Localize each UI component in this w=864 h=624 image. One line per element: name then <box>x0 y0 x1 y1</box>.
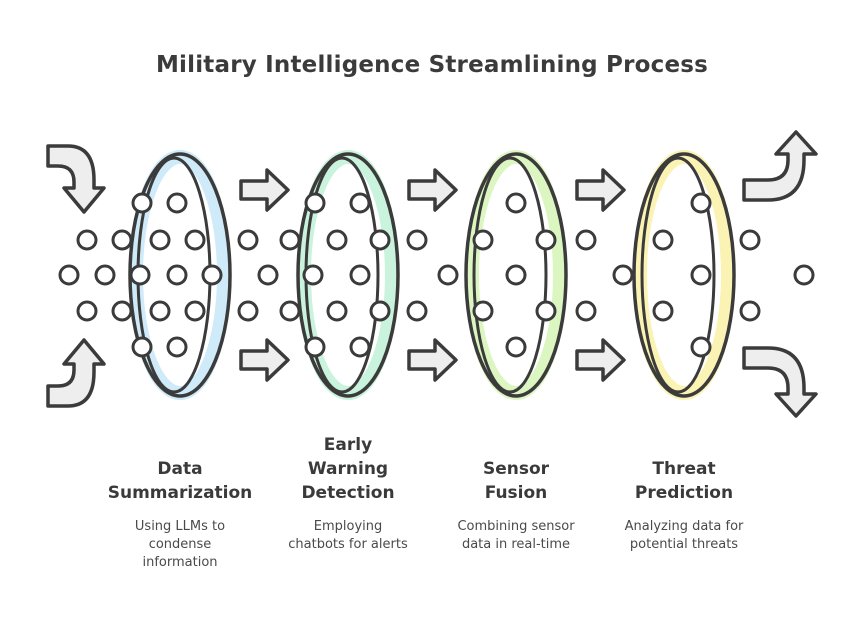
stage-description-line: data in real-time <box>461 537 571 552</box>
stage-description-1: Using LLMs to condense information <box>100 518 260 572</box>
stage-description-line: Combining sensor <box>457 519 575 534</box>
data-particle <box>739 229 761 251</box>
data-particle <box>201 264 223 286</box>
data-particle <box>166 264 188 286</box>
data-particle <box>304 336 326 358</box>
stage-label-line: Data <box>157 459 203 479</box>
data-particle <box>739 300 761 322</box>
stage-description-line: chatbots for alerts <box>288 537 408 552</box>
flow-arrow <box>407 338 458 382</box>
diagram-title: Military Intelligence Streamlining Proce… <box>155 52 709 78</box>
stage-description-line: potential threats <box>629 537 739 552</box>
data-particle <box>94 264 116 286</box>
stage-description-line: Employing <box>313 519 383 534</box>
stage-description-line: information <box>142 555 218 570</box>
data-particle <box>304 192 326 214</box>
flow-arrow <box>575 338 626 382</box>
data-particle <box>111 300 133 322</box>
data-particle <box>505 264 527 286</box>
data-particle <box>58 264 80 286</box>
data-particle <box>575 300 597 322</box>
stage-description-line: Analyzing data for <box>624 519 744 534</box>
stage-label-line: Detection <box>301 483 395 503</box>
stage-label-line: Prediction <box>634 483 734 503</box>
stage-label-line: Summarization <box>107 483 253 503</box>
data-particle <box>690 336 712 358</box>
data-particle <box>406 300 428 322</box>
data-particle <box>437 264 459 286</box>
data-particle <box>237 300 259 322</box>
data-particle <box>279 229 301 251</box>
data-particle <box>111 229 133 251</box>
stage-label-line: Sensor <box>482 459 550 479</box>
data-particle <box>129 264 151 286</box>
data-particle <box>166 192 188 214</box>
data-particle <box>166 336 188 358</box>
data-particle <box>349 336 371 358</box>
data-particle <box>326 229 348 251</box>
stage-description-2: Employing chatbots for alerts <box>268 518 428 554</box>
data-particle <box>76 229 98 251</box>
data-particle <box>131 336 153 358</box>
data-particle <box>793 264 815 286</box>
data-particle <box>535 229 557 251</box>
data-particle <box>505 336 527 358</box>
data-particle <box>149 229 171 251</box>
data-particle <box>612 264 634 286</box>
data-particle <box>472 300 494 322</box>
outflow-arrow-bottom <box>742 346 818 418</box>
data-particle <box>279 300 301 322</box>
data-particle <box>472 229 494 251</box>
outflow-arrow-top <box>742 130 818 202</box>
data-particle <box>349 192 371 214</box>
stage-description-line: Using LLMs to <box>134 519 226 534</box>
stage-label-line: Fusion <box>484 483 548 503</box>
data-particle <box>535 300 557 322</box>
data-particle <box>184 229 206 251</box>
data-particle <box>690 264 712 286</box>
stage-description-3: Combining sensor data in real-time <box>436 518 596 554</box>
flow-arrow <box>239 338 290 382</box>
data-particle <box>184 300 206 322</box>
data-particle <box>652 300 674 322</box>
data-particle <box>406 229 428 251</box>
stage-label-line: Early <box>323 435 373 455</box>
data-particle <box>369 229 391 251</box>
data-particle <box>302 264 324 286</box>
stage-label-line: Threat <box>652 459 716 479</box>
stage-label-line: Warning <box>307 459 389 479</box>
data-particle <box>369 300 391 322</box>
stage-lens-3 <box>464 150 568 400</box>
flow-arrow <box>239 168 290 212</box>
flow-arrow <box>575 168 626 212</box>
data-particle <box>237 229 259 251</box>
flow-arrow <box>407 168 458 212</box>
data-particle <box>131 192 153 214</box>
inflow-arrow-bottom <box>46 338 106 408</box>
data-particle <box>349 264 371 286</box>
data-particle <box>652 229 674 251</box>
data-particle <box>326 300 348 322</box>
stage-lens-4 <box>632 150 736 400</box>
data-particle <box>257 264 279 286</box>
data-particle <box>575 229 597 251</box>
stage-description-line: condense <box>148 537 212 552</box>
data-particle <box>690 192 712 214</box>
data-particle <box>76 300 98 322</box>
data-particle <box>149 300 171 322</box>
stage-description-4: Analyzing data for potential threats <box>604 518 764 554</box>
inflow-arrow-top <box>46 144 106 214</box>
data-particle <box>505 192 527 214</box>
